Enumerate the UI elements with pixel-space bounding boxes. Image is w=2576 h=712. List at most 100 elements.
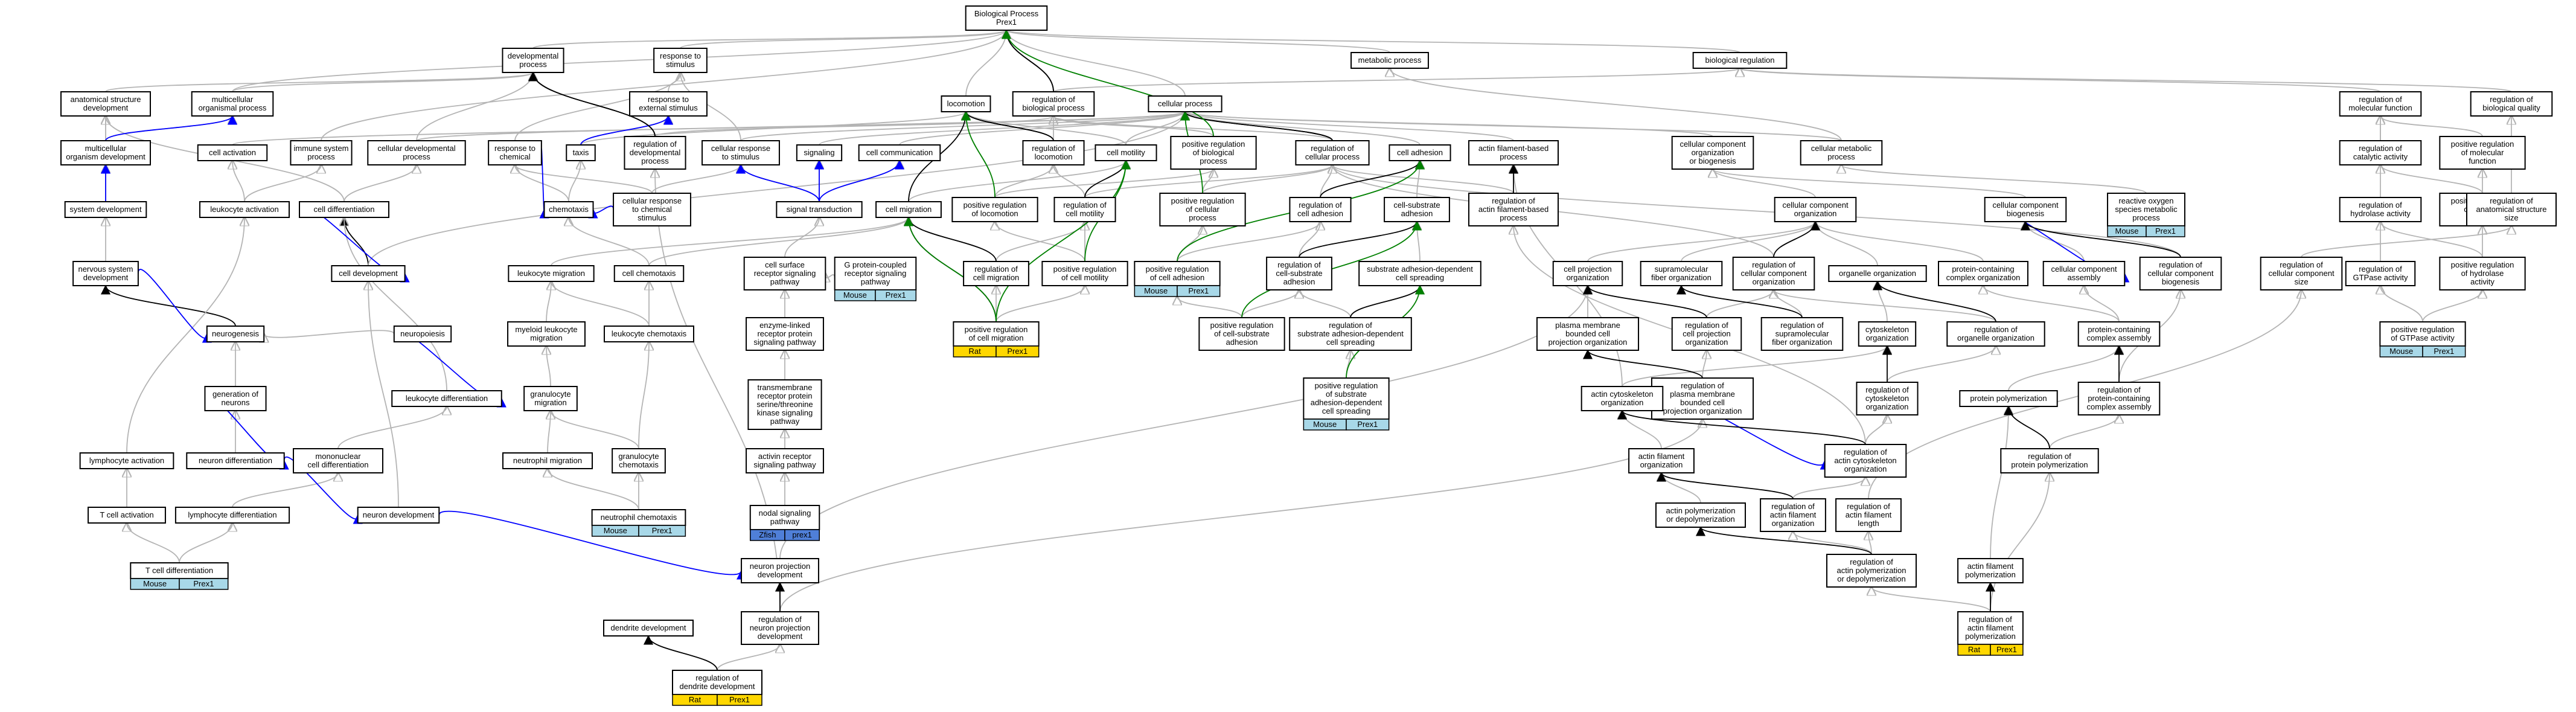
node-protpolym[interactable]: protein polymerization bbox=[1959, 390, 2058, 407]
node-cellmig[interactable]: cell migration bbox=[875, 201, 942, 218]
node-celldiff[interactable]: cell differentiation bbox=[299, 201, 389, 218]
node-celladh[interactable]: cell adhesion bbox=[1389, 144, 1451, 161]
node-leukact[interactable]: leukocyte activation bbox=[199, 201, 290, 218]
node-neurondev[interactable]: neuron development bbox=[357, 507, 440, 524]
node-metab[interactable]: metabolic process bbox=[1350, 52, 1429, 69]
node-leukchemo[interactable]: leukocyte chemotaxis bbox=[604, 326, 694, 342]
node-tcellact[interactable]: T cell activation bbox=[88, 507, 166, 524]
node-chemotaxis[interactable]: chemotaxis bbox=[543, 201, 594, 218]
node-neuropoiesis[interactable]: neuropoiesis bbox=[393, 326, 452, 342]
node-leukdiff[interactable]: leukocyte differentiation bbox=[391, 390, 502, 407]
node-neutmig[interactable]: neutrophil migration bbox=[502, 452, 593, 469]
node-locomotion[interactable]: locomotion bbox=[941, 95, 991, 112]
node-lymphdiff[interactable]: lymphocyte differentiation bbox=[174, 507, 290, 524]
node-sigtrans[interactable]: signal transduction bbox=[776, 201, 863, 218]
node-neurogen[interactable]: neurogenesis bbox=[206, 326, 265, 342]
node-organelle[interactable]: organelle organization bbox=[1828, 265, 1927, 282]
node-celldev[interactable]: cell development bbox=[331, 265, 406, 282]
node-cellmot[interactable]: cell motility bbox=[1095, 144, 1157, 161]
node-signaling[interactable]: signaling bbox=[796, 144, 843, 161]
node-neurondiff[interactable]: neuron differentiation bbox=[186, 452, 285, 469]
node-cellproc[interactable]: cellular process bbox=[1148, 95, 1222, 112]
node-dendrite[interactable]: dendrite development bbox=[603, 620, 694, 637]
node-bioreg[interactable]: biological regulation bbox=[1692, 52, 1788, 69]
node-sysdev[interactable]: system development bbox=[64, 201, 147, 218]
node-lymphact[interactable]: lymphocyte activation bbox=[79, 452, 174, 469]
